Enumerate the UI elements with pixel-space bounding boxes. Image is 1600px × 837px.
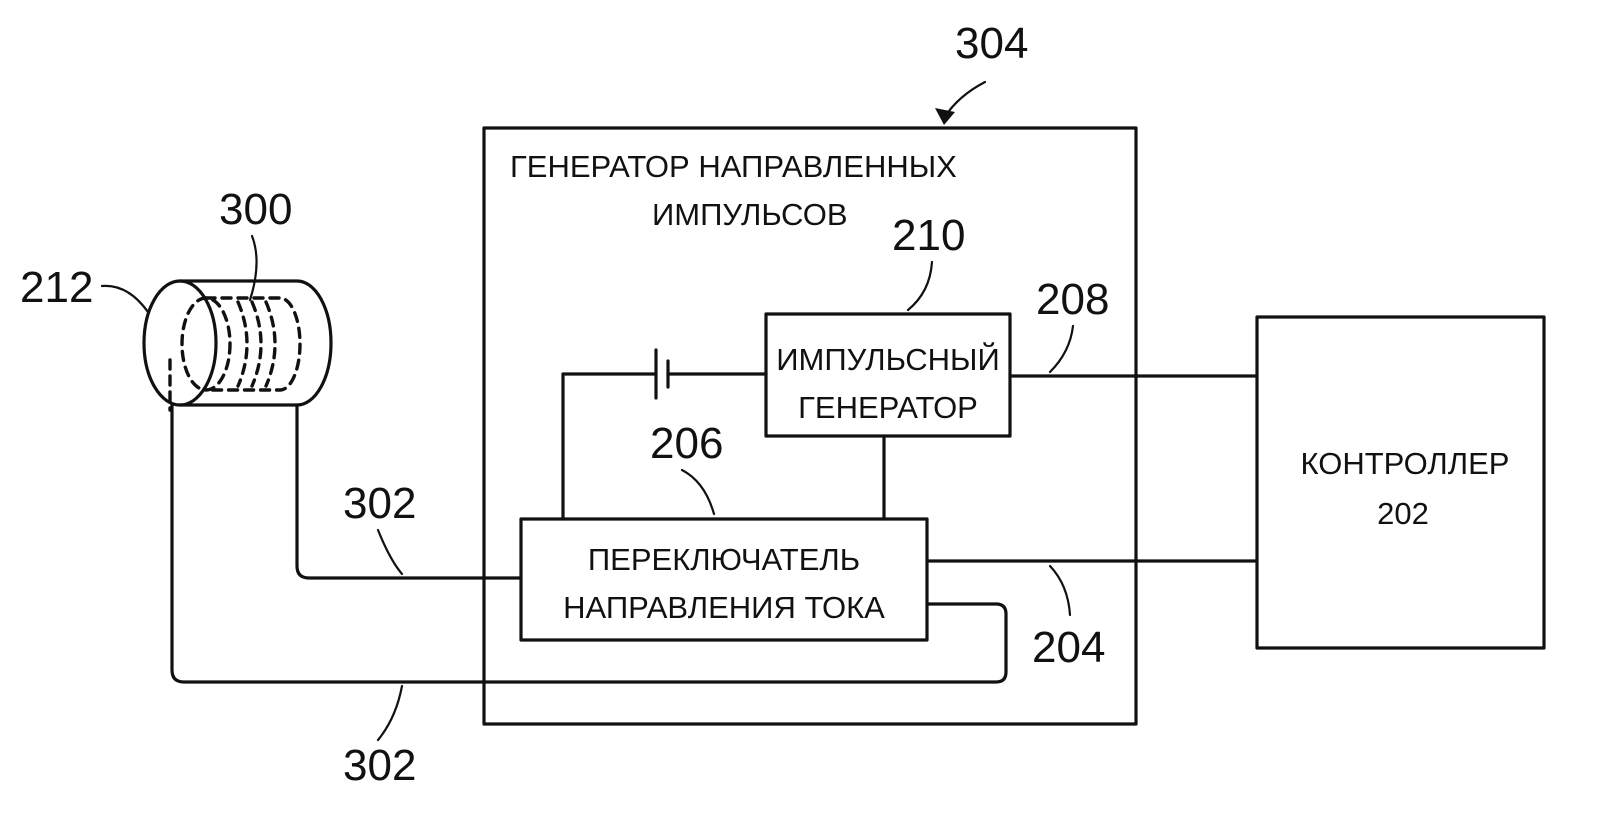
label-210: 210 (892, 211, 965, 260)
coil-inner-front-dashed (180, 296, 232, 392)
block-title-line2: ИМПУЛЬСОВ (652, 197, 848, 232)
leader-212 (100, 284, 150, 314)
coil-inner-back-dashed (204, 296, 302, 392)
leader-302-bottom (376, 684, 404, 742)
switch-line2: НАПРАВЛЕНИЯ ТОКА (563, 590, 885, 625)
label-302-top: 302 (343, 479, 416, 528)
label-204: 204 (1032, 623, 1105, 672)
pulse-generator-line2: ГЕНЕРАТОР (798, 390, 978, 425)
coil-housing-front (142, 279, 218, 407)
label-304: 304 (955, 19, 1028, 68)
directional-pulse-generator-block (482, 126, 1138, 726)
label-300: 300 (219, 185, 292, 234)
switch-line1: ПЕРЕКЛЮЧАТЕЛЬ (588, 542, 860, 577)
pulse-generator-line1: ИМПУЛЬСНЫЙ (776, 341, 1000, 377)
cable-302-upper (295, 403, 523, 580)
leader-300 (248, 234, 258, 302)
label-206: 206 (650, 419, 723, 468)
cable-302-lower (170, 403, 1008, 684)
label-212: 212 (20, 263, 93, 312)
leader-206 (680, 468, 716, 516)
controller-line2: 202 (1377, 496, 1429, 531)
leader-302-top (376, 528, 404, 576)
label-208: 208 (1036, 275, 1109, 324)
leader-208 (1048, 324, 1075, 374)
leader-204 (1048, 564, 1072, 617)
label-302-bottom: 302 (343, 741, 416, 790)
arrow-304-head (935, 108, 955, 125)
battery-wire-left (561, 372, 658, 521)
coil-winding-3 (264, 300, 277, 388)
coil-winding-1 (236, 300, 249, 388)
coil-housing-body (178, 279, 333, 407)
controller-box (1255, 315, 1546, 650)
leader-210 (906, 260, 934, 312)
controller-line1: КОНТРОЛЛЕР (1301, 446, 1510, 481)
block-title-line1: ГЕНЕРАТОР НАПРАВЛЕННЫХ (510, 149, 957, 184)
coil-winding-2 (250, 300, 263, 388)
